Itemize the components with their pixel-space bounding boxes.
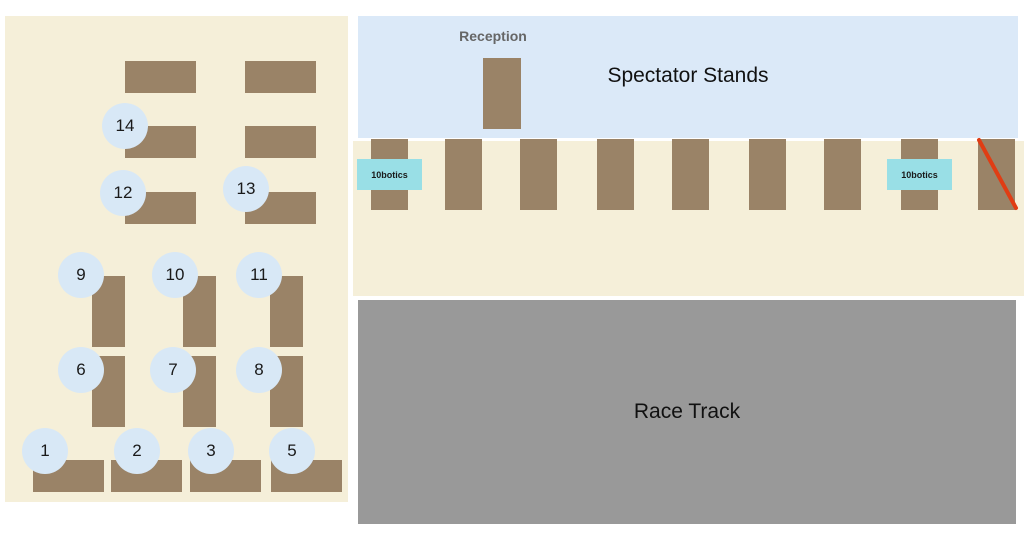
booth-marker[interactable]: 3 (188, 428, 234, 474)
booth-marker[interactable]: 7 (150, 347, 196, 393)
booth-marker[interactable]: 10 (152, 252, 198, 298)
booth-marker[interactable]: 8 (236, 347, 282, 393)
table (125, 61, 196, 93)
pit-table (749, 139, 786, 210)
pit-table (824, 139, 861, 210)
sponsor-tag-left[interactable]: 10botics (357, 159, 422, 190)
booth-marker[interactable]: 12 (100, 170, 146, 216)
sponsor-tag-right[interactable]: 10botics (887, 159, 952, 190)
booth-marker[interactable]: 13 (223, 166, 269, 212)
reception-desk (483, 58, 521, 129)
booth-marker[interactable]: 11 (236, 252, 282, 298)
table (245, 61, 316, 93)
spectator-stands-area (358, 16, 1018, 138)
booth-marker[interactable]: 2 (114, 428, 160, 474)
blocked-table-marker (977, 138, 1018, 210)
pit-table (597, 139, 634, 210)
booth-marker[interactable]: 6 (58, 347, 104, 393)
pit-table (672, 139, 709, 210)
pit-table (445, 139, 482, 210)
reception-label: Reception (459, 28, 527, 44)
pit-table (520, 139, 557, 210)
booth-marker[interactable]: 9 (58, 252, 104, 298)
booth-marker[interactable]: 5 (269, 428, 315, 474)
booth-marker[interactable]: 14 (102, 103, 148, 149)
race-track-label: Race Track (633, 400, 741, 423)
table (245, 126, 316, 158)
spectator-stands-label: Spectator Stands (607, 64, 769, 87)
booth-marker[interactable]: 1 (22, 428, 68, 474)
race-track-area (358, 300, 1016, 524)
